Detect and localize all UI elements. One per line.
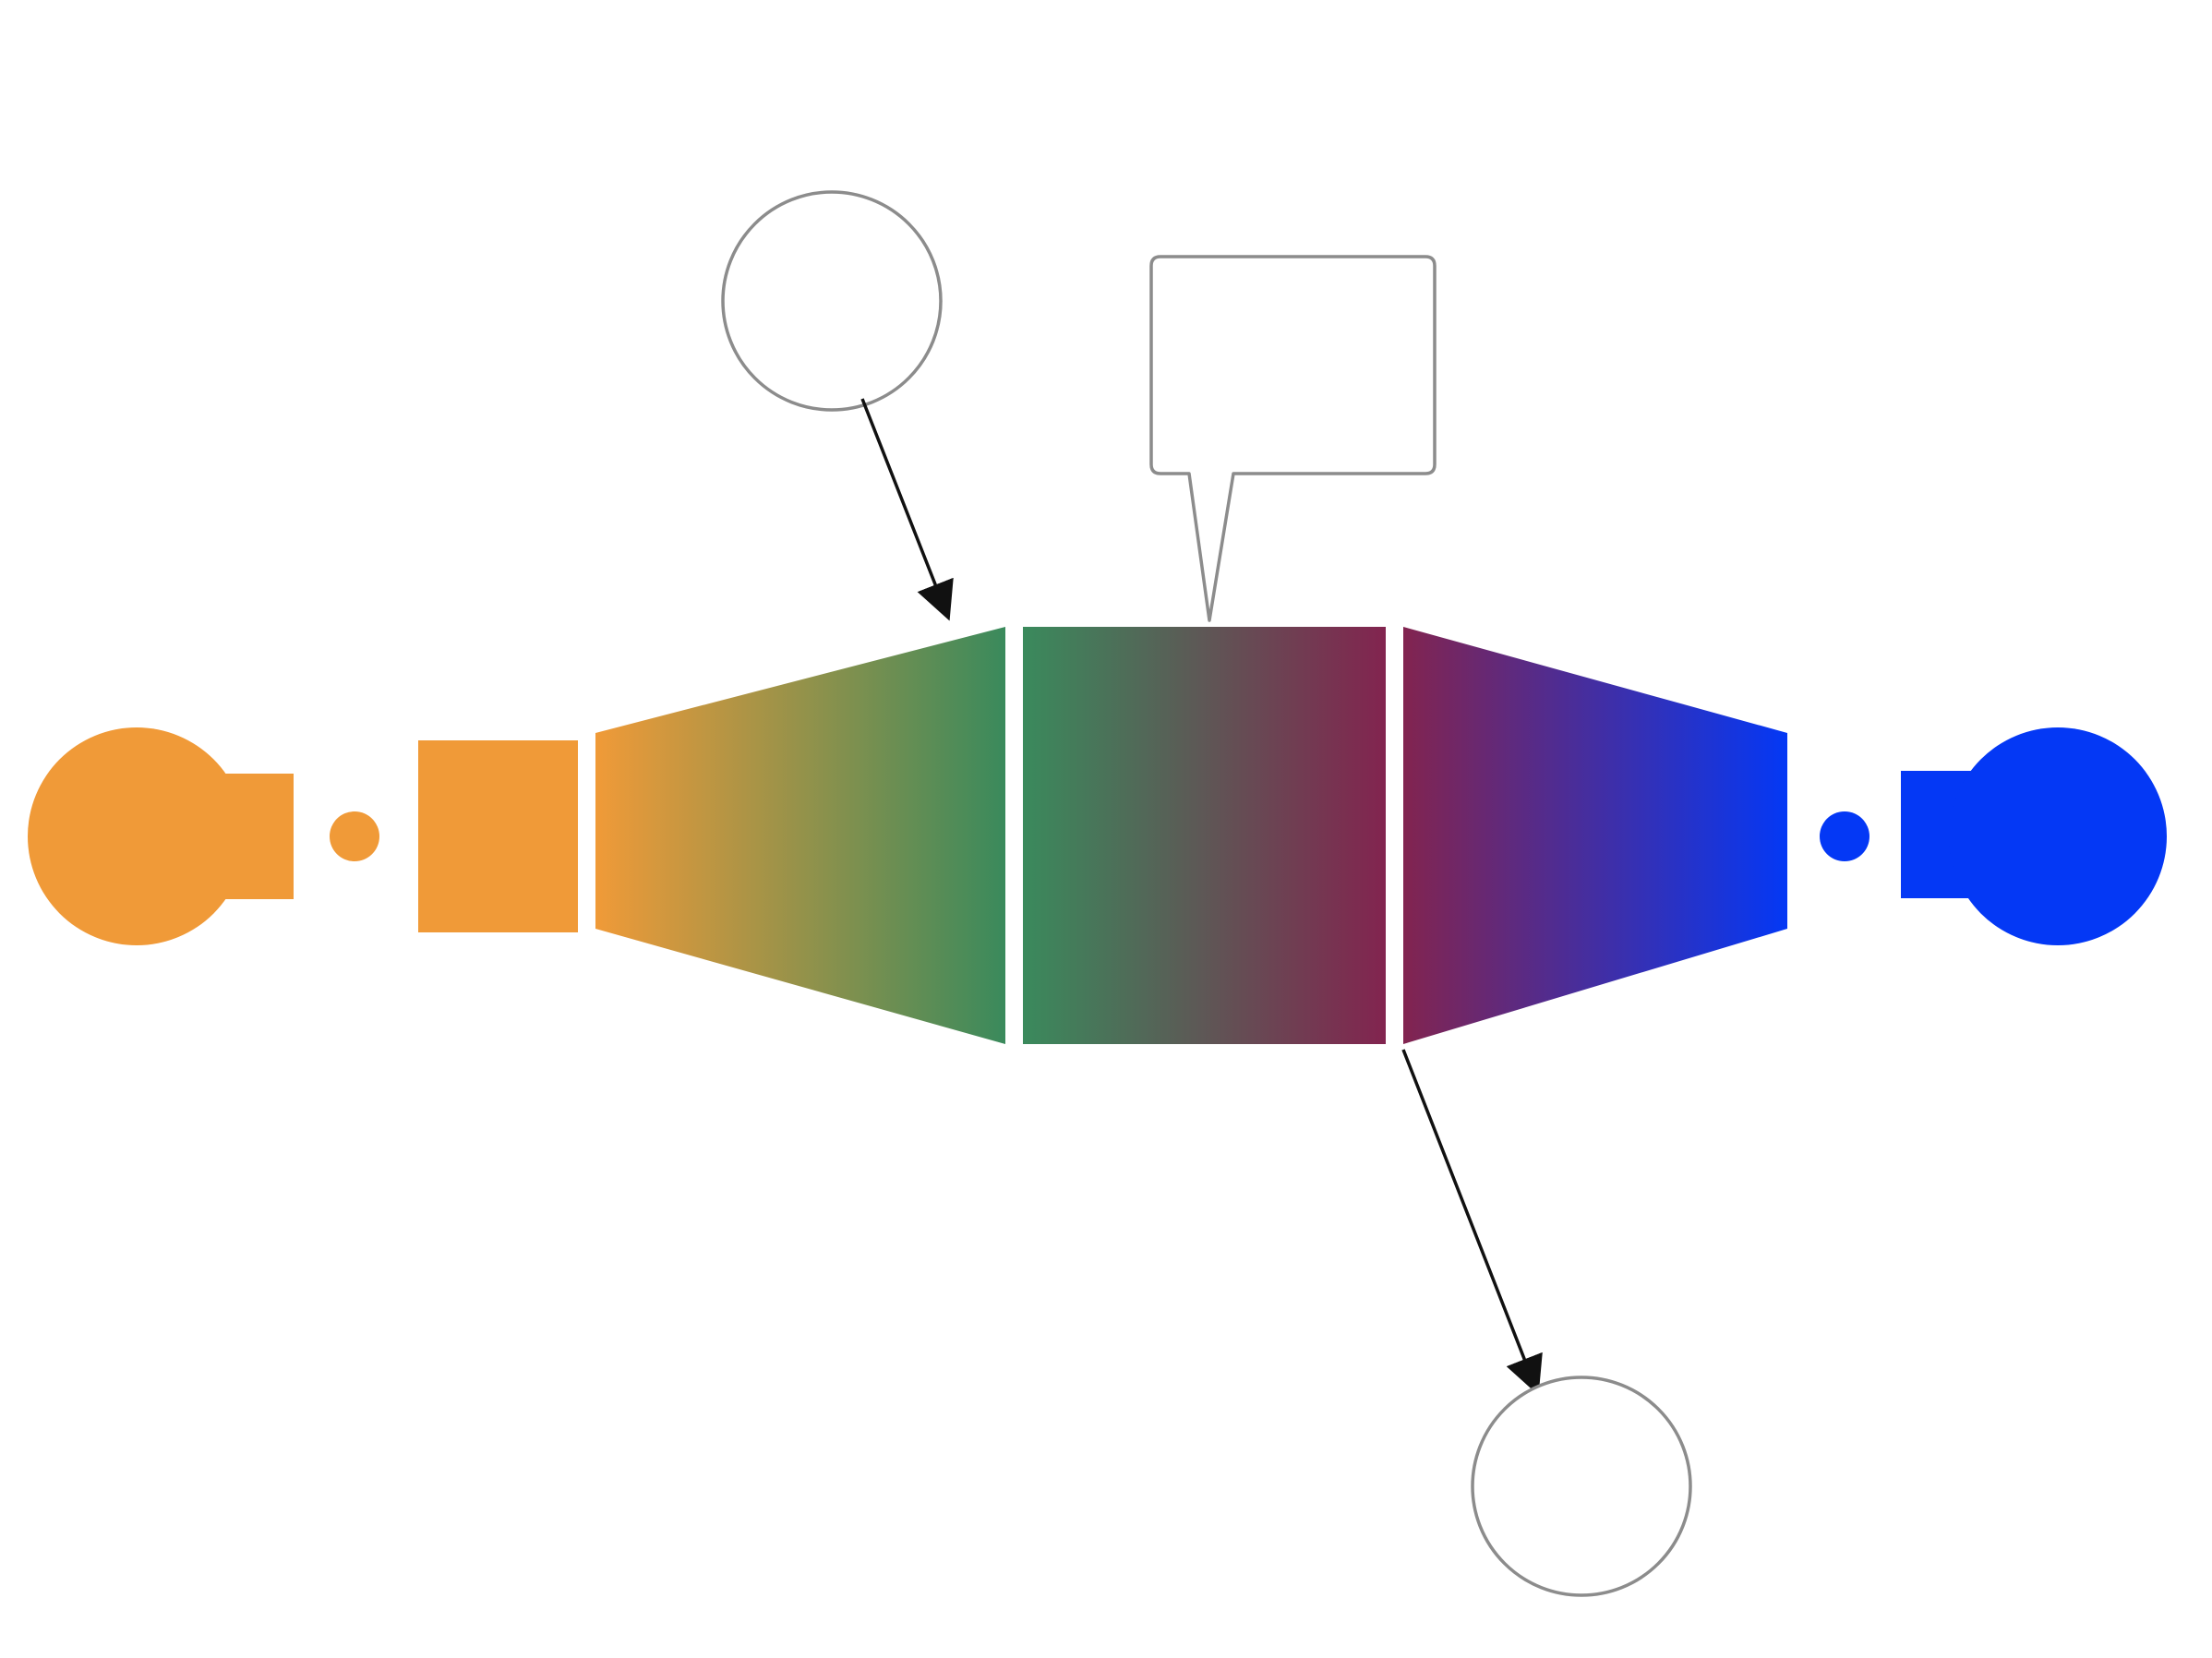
left-block — [418, 740, 578, 932]
bottom-note-arrow — [1401, 1049, 1543, 1396]
center-block — [1023, 627, 1386, 1044]
top-note-arrow — [860, 398, 954, 621]
right-funnel — [1403, 627, 1787, 1044]
left-end-cap — [28, 727, 294, 945]
left-funnel — [595, 627, 1005, 1044]
top-circle-note — [721, 190, 943, 412]
left-dot — [330, 811, 379, 861]
bottom-circle-note — [1471, 1376, 1692, 1597]
right-dot — [1820, 811, 1869, 861]
speech-bubble-note — [1149, 255, 1437, 622]
right-end-cap — [1901, 727, 2167, 945]
